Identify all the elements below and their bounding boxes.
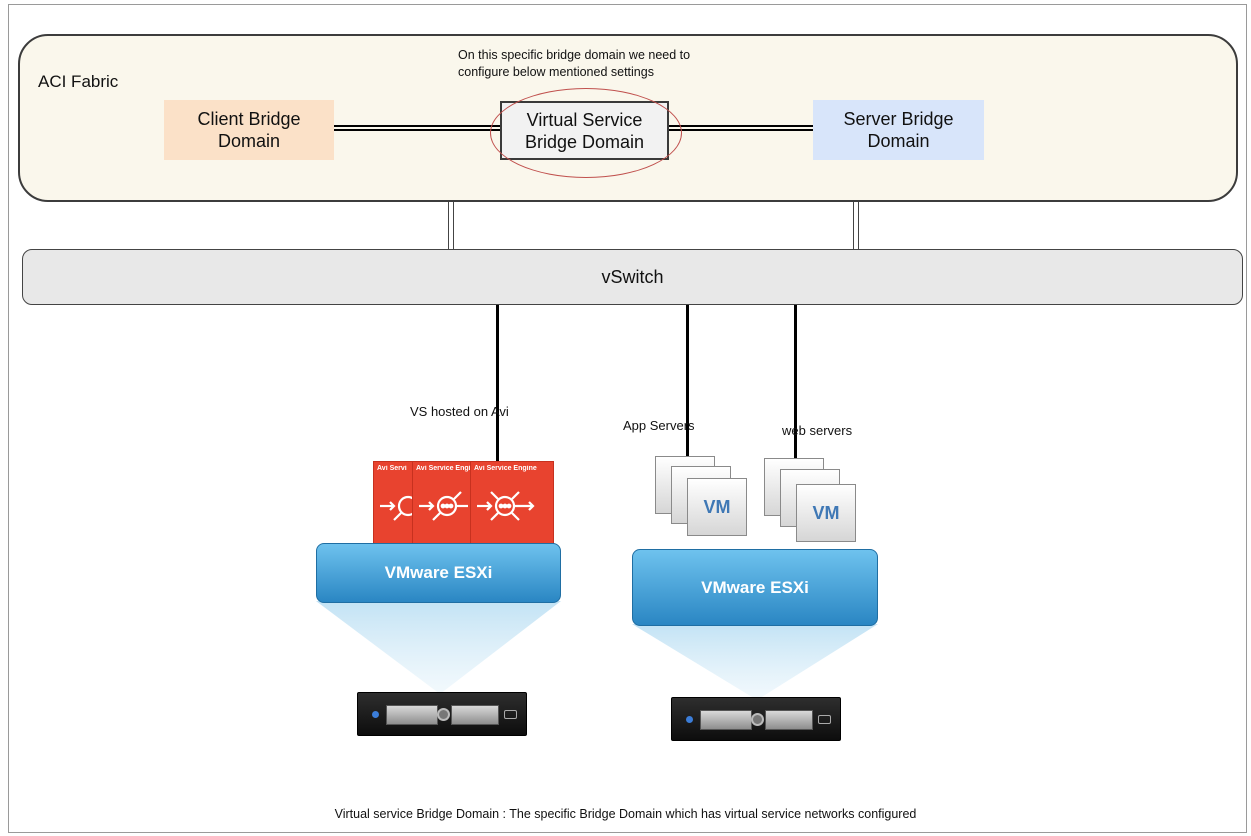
client-to-vs-connector	[334, 125, 500, 131]
diagram-frame	[8, 4, 1247, 833]
drive-bay	[700, 710, 752, 730]
server-bridge-domain: Server Bridge Domain	[813, 100, 984, 160]
vswitch-label: vSwitch	[601, 266, 664, 287]
web-servers-downlink	[794, 305, 797, 469]
fabric-uplink-left	[448, 202, 454, 249]
left-projection-beam	[316, 601, 561, 694]
diagram-footnote: Virtual service Bridge Domain : The spec…	[334, 807, 917, 821]
esxi-host-right: VMware ESXi	[632, 549, 878, 626]
avi-engine-3-title: Avi Service Engine	[474, 465, 537, 472]
avi-engine-1-title: Avi Servi	[377, 465, 407, 472]
note-line-2: configure below mentioned settings	[458, 65, 654, 79]
drive-bay	[765, 710, 813, 730]
note-line-1: On this specific bridge domain we need t…	[458, 48, 691, 62]
vswitch-bar: vSwitch	[22, 249, 1243, 305]
server-bd-line-2: Domain	[867, 131, 930, 151]
right-projection-beam	[632, 624, 878, 700]
avi-hosted-label: VS hosted on Avi	[410, 404, 509, 419]
physical-server-right	[671, 697, 841, 741]
app-vm-card-front: VM	[687, 478, 747, 536]
server-slot	[504, 710, 517, 719]
server-knob	[751, 713, 764, 726]
avi-downlink	[496, 305, 499, 470]
server-knob	[437, 708, 450, 721]
web-vm-label: VM	[812, 502, 840, 523]
app-vm-label: VM	[703, 496, 731, 517]
web-vm-card-front: VM	[796, 484, 856, 542]
client-bridge-domain: Client Bridge Domain	[164, 100, 334, 160]
drive-bay	[386, 705, 438, 725]
client-bd-line-2: Domain	[217, 131, 281, 151]
app-servers-label: App Servers	[623, 418, 695, 433]
esxi-left-label: VMware ESXi	[384, 563, 493, 582]
server-slot	[818, 715, 831, 724]
aci-fabric-label: ACI Fabric	[38, 72, 119, 91]
server-bd-line-1: Server Bridge	[843, 109, 954, 129]
vs-to-server-connector	[669, 125, 813, 131]
fabric-uplink-right	[853, 202, 859, 249]
esxi-host-left: VMware ESXi	[316, 543, 561, 603]
drive-bay	[451, 705, 499, 725]
avi-engine-2-title: Avi Service Engi	[416, 465, 471, 472]
esxi-right-label: VMware ESXi	[701, 577, 809, 597]
client-bd-line-1: Client Bridge	[197, 109, 301, 129]
power-led	[686, 716, 693, 723]
avi-engine-icon	[477, 491, 535, 521]
avi-engine-icon	[419, 491, 468, 521]
web-servers-label: web servers	[782, 423, 853, 438]
app-servers-downlink	[686, 305, 689, 465]
avi-service-engine-3: Avi Service Engine	[470, 461, 554, 545]
highlight-ellipse	[490, 88, 682, 178]
bridge-domain-note: On this specific bridge domain we need t…	[458, 47, 690, 81]
power-led	[372, 711, 379, 718]
physical-server-left	[357, 692, 527, 736]
